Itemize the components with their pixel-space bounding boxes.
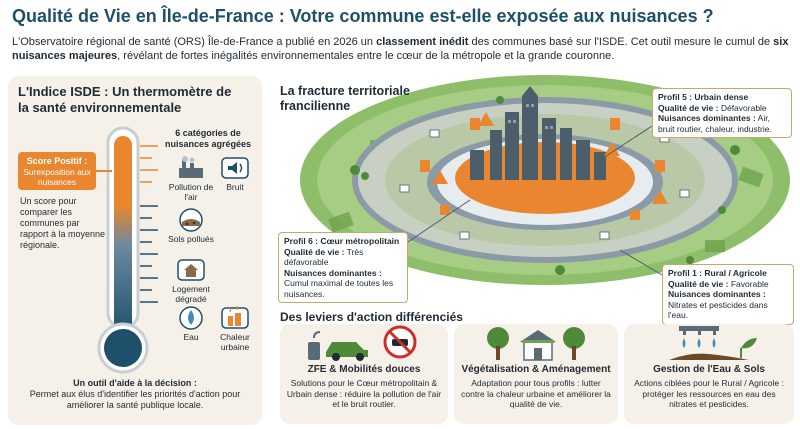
category-soil: Sols pollués	[162, 208, 220, 244]
callout-profile-6: Profil 6 : Cœur métropolitain Qualité de…	[278, 232, 408, 303]
speaker-icon	[221, 157, 249, 179]
score-positive-badge: Score Positif : Surexposition aux nuisan…	[18, 152, 96, 190]
irrigation-icon	[669, 326, 757, 360]
water-drop-icon	[179, 306, 203, 330]
house-icon	[177, 259, 205, 281]
intro-text: L'Observatoire régional de santé (ORS) Î…	[12, 36, 789, 62]
lever-water-soil: Gestion de l'Eau & Sols Actions ciblées …	[624, 324, 794, 424]
callout-profile-5: Profil 5 : Urbain dense Qualité de vie :…	[652, 88, 792, 138]
isde-panel: L'Indice ISDE : Un thermomètre de la san…	[8, 76, 262, 425]
thermometer-icon	[96, 126, 158, 374]
lever-greening: Végétalisation & Aménagement Adaptation …	[454, 324, 618, 424]
lever-zfe: ZFE & Mobilités douces Solutions pour le…	[280, 324, 448, 424]
categories-title: 6 catégories de nuisances agrégées	[164, 128, 252, 149]
score-description: Un score pour comparer les communes par …	[20, 196, 106, 250]
page-title: Qualité de Vie en Île-de-France : Votre …	[12, 6, 714, 26]
callout-profile-1: Profil 1 : Rural / Agricole Qualité de v…	[662, 264, 794, 325]
category-housing: Logement dégradé	[162, 258, 220, 304]
region-map	[300, 75, 790, 285]
isde-title: L'Indice ISDE : Un thermomètre de la san…	[18, 84, 232, 115]
electric-car-icon	[308, 325, 417, 361]
polluted-soil-icon	[179, 208, 203, 232]
category-heat: Chaleur urbaine	[206, 306, 264, 352]
factory-icon	[179, 156, 203, 178]
category-air: Pollution de l'air	[162, 156, 220, 202]
trees-house-icon	[487, 327, 585, 361]
map-title: La fracture territoriale francilienne	[280, 84, 410, 113]
category-water: Eau	[162, 306, 220, 342]
decision-tool-note: Un outil d'aide à la décision : Permet a…	[29, 378, 241, 410]
levers-title: Des leviers d'action différenciés	[280, 310, 463, 324]
warning-icon	[432, 112, 668, 204]
category-noise: Bruit	[206, 156, 264, 192]
urban-heat-icon	[221, 306, 249, 329]
